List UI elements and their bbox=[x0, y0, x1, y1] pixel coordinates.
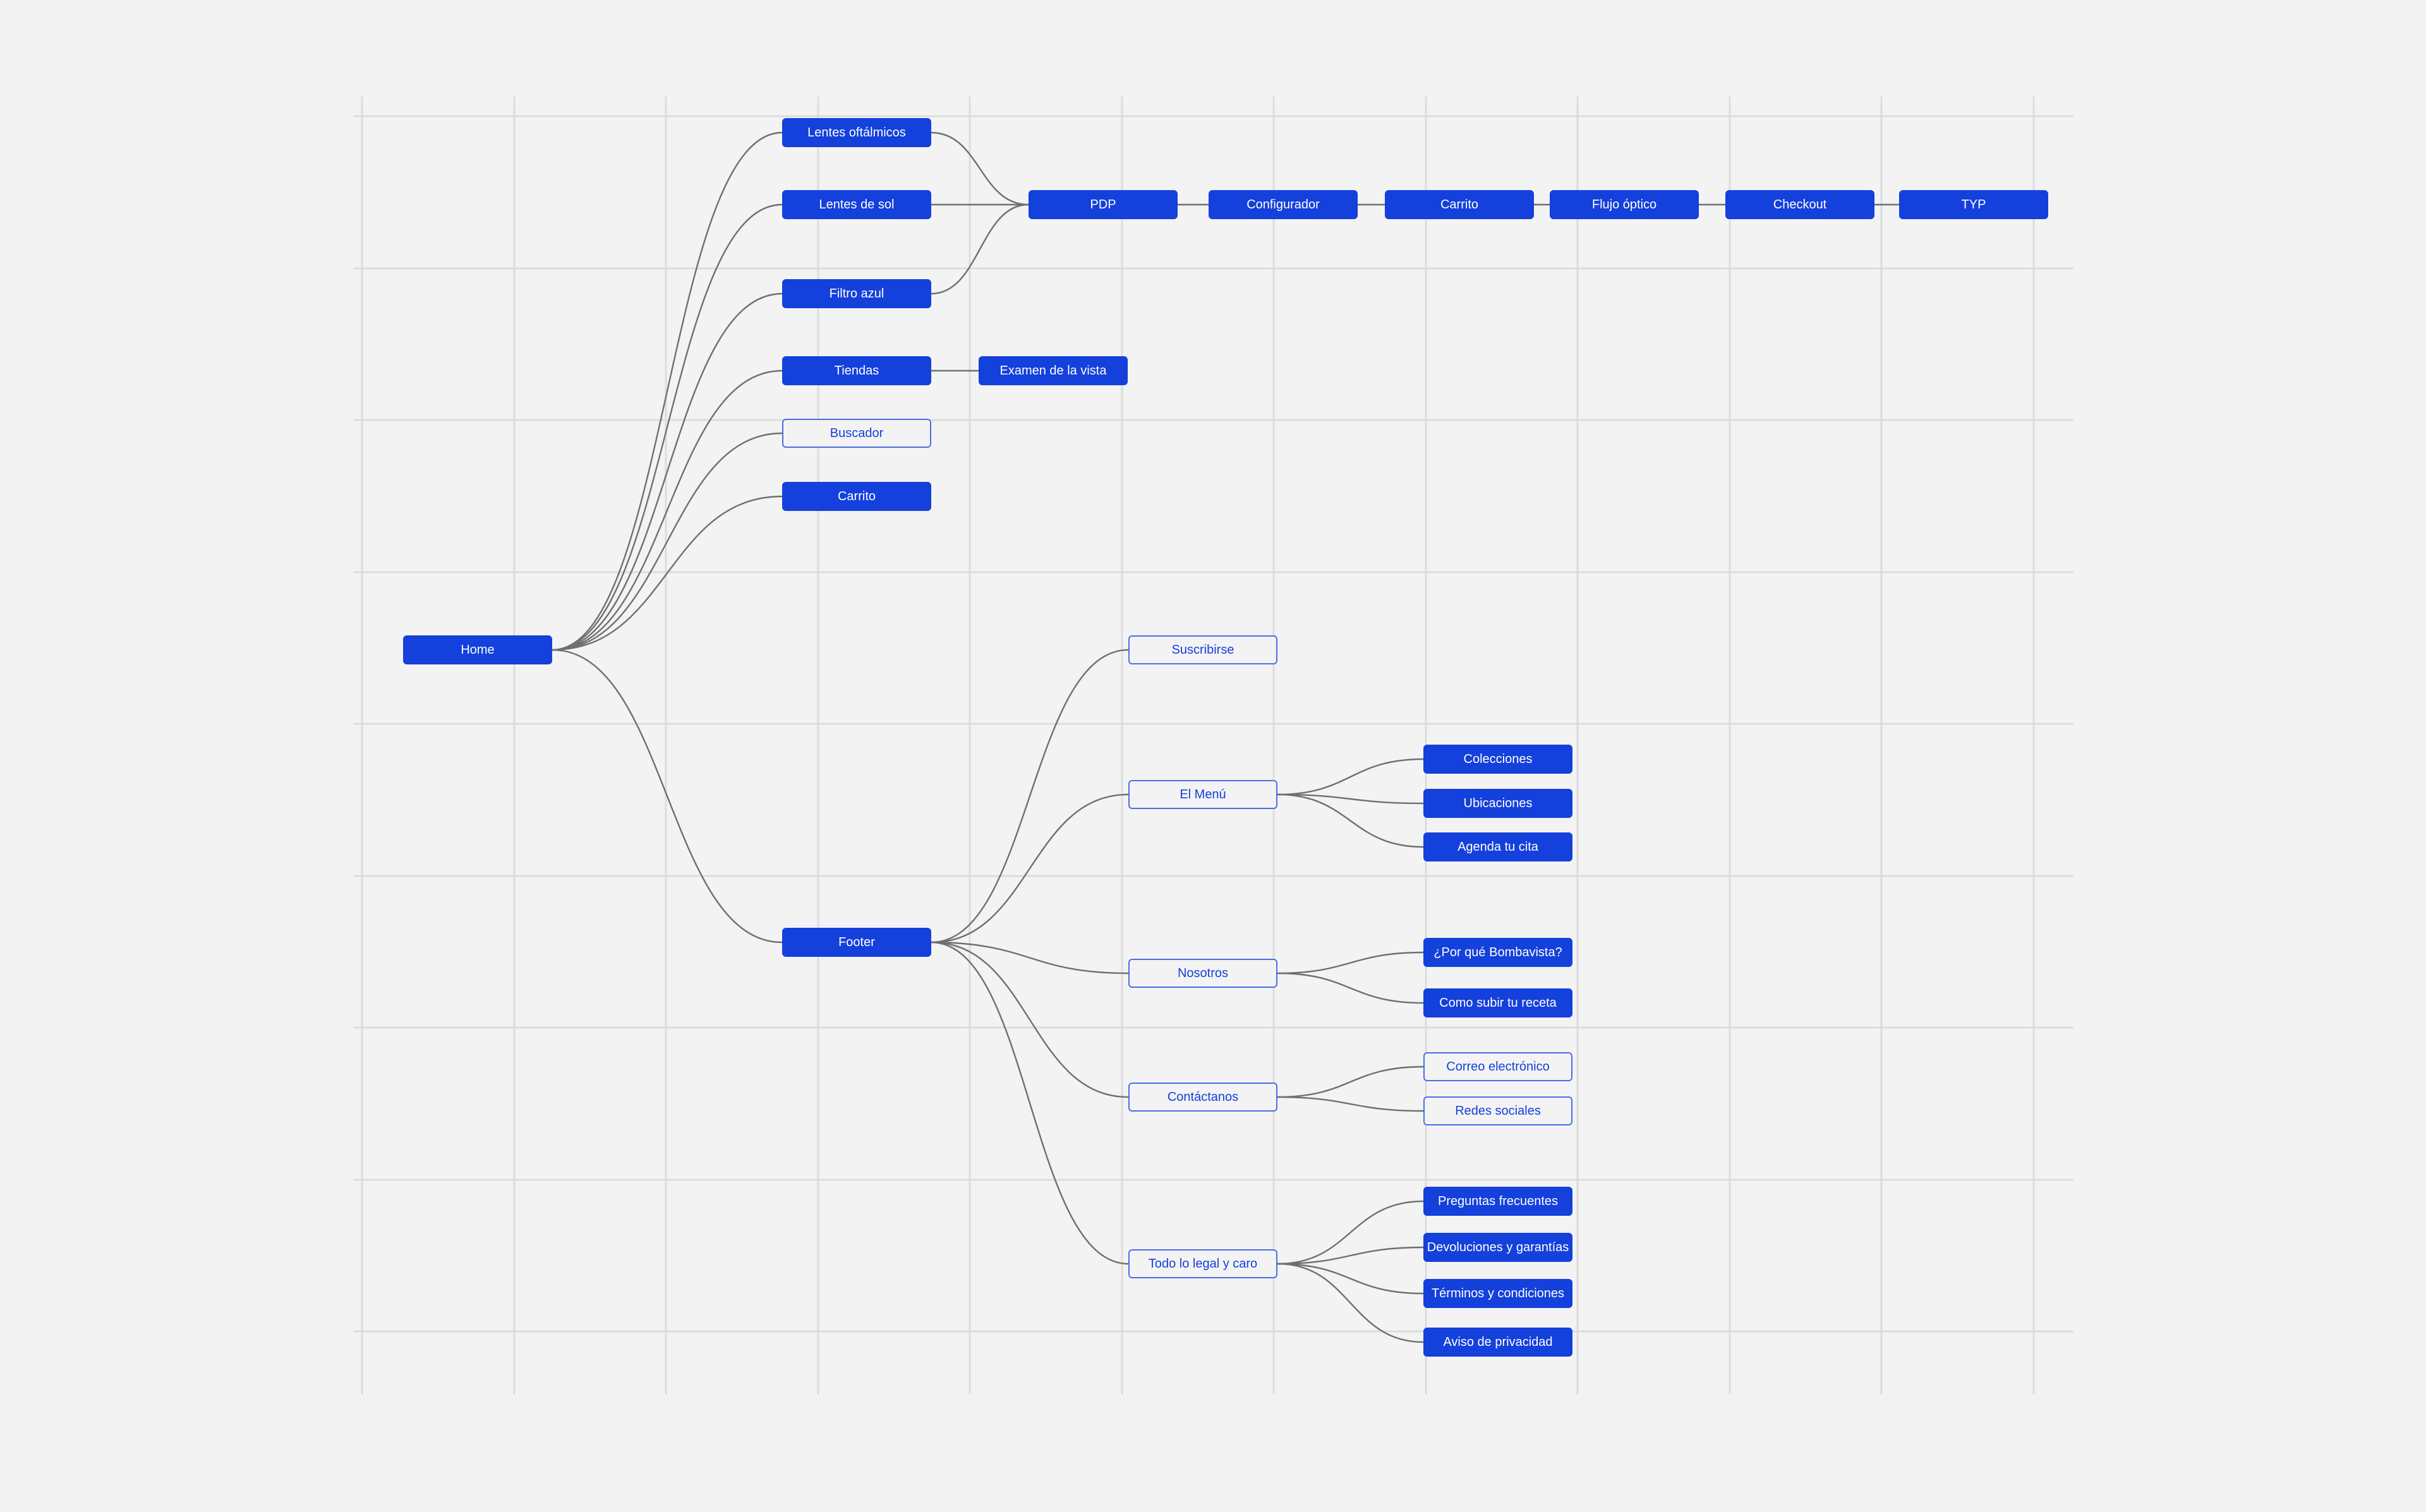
connector-contactanos-to-redes-sociales bbox=[1277, 1096, 1424, 1112]
connector-footer-to-nosotros bbox=[931, 941, 1129, 975]
node-terminos-y-condiciones[interactable]: Términos y condiciones bbox=[1423, 1279, 1572, 1308]
node-carrito-top[interactable]: Carrito bbox=[782, 482, 931, 511]
connector-footer-to-suscribirse bbox=[931, 649, 1129, 944]
connector-home-to-tiendas bbox=[552, 369, 783, 651]
node-label: Devoluciones y garantías bbox=[1427, 1240, 1569, 1254]
node-label: Carrito bbox=[837, 489, 876, 503]
node-redes-sociales[interactable]: Redes sociales bbox=[1423, 1096, 1572, 1125]
node-label: Correo electrónico bbox=[1446, 1059, 1550, 1074]
node-el-menu[interactable]: El Menú bbox=[1128, 780, 1277, 809]
node-pdp[interactable]: PDP bbox=[1029, 190, 1178, 219]
connector-nosotros-to-por-que-bombavista bbox=[1277, 951, 1424, 975]
node-label: Filtro azul bbox=[829, 286, 884, 301]
connector-home-to-carrito-top bbox=[552, 495, 783, 651]
node-devoluciones-y-garantias[interactable]: Devoluciones y garantías bbox=[1423, 1233, 1572, 1262]
connector-footer-to-todo-lo-legal bbox=[931, 941, 1129, 1265]
node-carrito-flow[interactable]: Carrito bbox=[1385, 190, 1534, 219]
node-correo-electronico[interactable]: Correo electrónico bbox=[1423, 1052, 1572, 1081]
node-lentes-oftalmicos[interactable]: Lentes oftálmicos bbox=[782, 118, 931, 147]
node-por-que-bombavista[interactable]: ¿Por qué Bombavista? bbox=[1423, 938, 1572, 967]
node-label: Checkout bbox=[1773, 197, 1827, 212]
node-contactanos[interactable]: Contáctanos bbox=[1128, 1083, 1277, 1112]
node-home[interactable]: Home bbox=[403, 635, 552, 664]
node-aviso-de-privacidad[interactable]: Aviso de privacidad bbox=[1423, 1328, 1572, 1357]
node-label: Footer bbox=[838, 935, 875, 949]
node-suscribirse[interactable]: Suscribirse bbox=[1128, 635, 1277, 664]
node-flujo-optico[interactable]: Flujo óptico bbox=[1550, 190, 1699, 219]
connector-el-menu-to-agenda-tu-cita bbox=[1277, 793, 1424, 848]
node-todo-lo-legal[interactable]: Todo lo legal y caro bbox=[1128, 1249, 1277, 1278]
connector-todo-lo-legal-to-aviso-de-privacidad bbox=[1277, 1263, 1424, 1343]
connector-el-menu-to-ubicaciones bbox=[1277, 793, 1424, 805]
connector-home-to-lentes-oftalmicos bbox=[552, 131, 783, 651]
node-preguntas-frecuentes[interactable]: Preguntas frecuentes bbox=[1423, 1187, 1572, 1216]
node-ubicaciones[interactable]: Ubicaciones bbox=[1423, 789, 1572, 818]
node-buscador[interactable]: Buscador bbox=[782, 419, 931, 448]
node-label: Flujo óptico bbox=[1591, 197, 1657, 212]
node-label: Buscador bbox=[830, 426, 884, 440]
connector-todo-lo-legal-to-devoluciones-y-garantias bbox=[1277, 1246, 1424, 1265]
node-lentes-de-sol[interactable]: Lentes de sol bbox=[782, 190, 931, 219]
node-label: PDP bbox=[1090, 197, 1116, 212]
node-label: El Menú bbox=[1180, 787, 1226, 801]
node-examen-de-la-vista[interactable]: Examen de la vista bbox=[979, 356, 1128, 385]
node-label: Redes sociales bbox=[1455, 1103, 1541, 1118]
node-label: Todo lo legal y caro bbox=[1148, 1256, 1258, 1271]
node-typ[interactable]: TYP bbox=[1899, 190, 2048, 219]
node-colecciones[interactable]: Colecciones bbox=[1423, 745, 1572, 774]
node-filtro-azul[interactable]: Filtro azul bbox=[782, 279, 931, 308]
node-footer[interactable]: Footer bbox=[782, 928, 931, 957]
connector-footer-to-el-menu bbox=[931, 793, 1129, 944]
connector-todo-lo-legal-to-terminos-y-condiciones bbox=[1277, 1263, 1424, 1295]
connector-home-to-filtro-azul bbox=[552, 292, 783, 651]
node-label: Agenda tu cita bbox=[1457, 839, 1538, 854]
node-agenda-tu-cita[interactable]: Agenda tu cita bbox=[1423, 832, 1572, 861]
node-label: Términos y condiciones bbox=[1431, 1286, 1565, 1300]
node-como-subir-tu-receta[interactable]: Como subir tu receta bbox=[1423, 988, 1572, 1017]
node-label: Aviso de privacidad bbox=[1443, 1335, 1553, 1349]
node-label: Lentes oftálmicos bbox=[807, 125, 906, 140]
node-label: ¿Por qué Bombavista? bbox=[1433, 945, 1562, 959]
node-checkout[interactable]: Checkout bbox=[1725, 190, 1874, 219]
connector-nosotros-to-como-subir-tu-receta bbox=[1277, 972, 1424, 1004]
connector-todo-lo-legal-to-preguntas-frecuentes bbox=[1277, 1200, 1424, 1265]
connector-footer-to-contactanos bbox=[931, 941, 1129, 1098]
node-label: Home bbox=[461, 642, 495, 657]
node-label: Examen de la vista bbox=[999, 363, 1107, 378]
node-label: Tiendas bbox=[834, 363, 879, 378]
node-label: Colecciones bbox=[1463, 752, 1533, 766]
connector-filtro-azul-to-pdp bbox=[931, 203, 1029, 295]
node-label: Lentes de sol bbox=[819, 197, 895, 212]
node-label: Ubicaciones bbox=[1463, 796, 1533, 810]
node-label: Suscribirse bbox=[1171, 642, 1234, 657]
node-label: Contáctanos bbox=[1167, 1089, 1239, 1104]
connector-lentes-oftalmicos-to-pdp bbox=[931, 131, 1029, 206]
connector-home-to-buscador bbox=[552, 432, 783, 651]
node-label: Nosotros bbox=[1177, 966, 1229, 980]
node-label: Configurador bbox=[1246, 197, 1320, 212]
node-label: TYP bbox=[1961, 197, 1986, 212]
connector-home-to-footer bbox=[552, 649, 783, 944]
node-configurador[interactable]: Configurador bbox=[1209, 190, 1358, 219]
node-nosotros[interactable]: Nosotros bbox=[1128, 959, 1277, 988]
node-tiendas[interactable]: Tiendas bbox=[782, 356, 931, 385]
node-label: Como subir tu receta bbox=[1439, 995, 1557, 1010]
connector-contactanos-to-correo-electronico bbox=[1277, 1065, 1424, 1098]
connector-el-menu-to-colecciones bbox=[1277, 758, 1424, 796]
node-label: Preguntas frecuentes bbox=[1437, 1194, 1559, 1208]
node-label: Carrito bbox=[1440, 197, 1478, 212]
connector-home-to-lentes-de-sol bbox=[552, 203, 783, 651]
